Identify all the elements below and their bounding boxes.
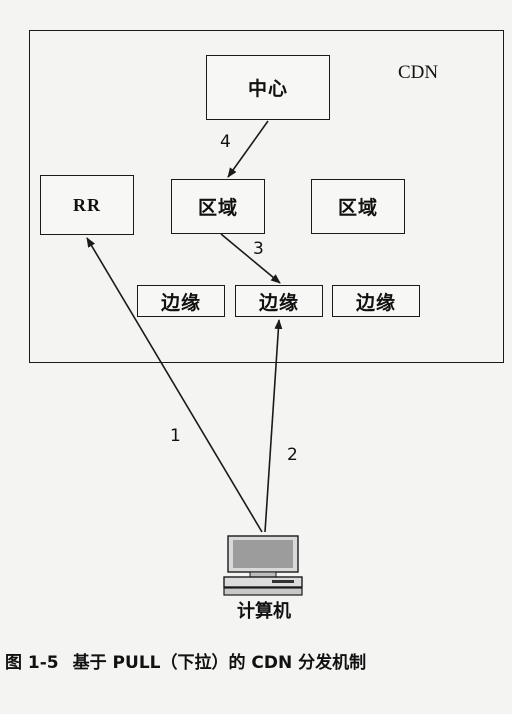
computer-label: 计算机	[237, 601, 291, 622]
caption-text: 基于 PULL（下拉）的 CDN 分发机制	[72, 653, 367, 673]
step-4-label: 4	[220, 132, 231, 152]
edge-node-label: 边缘	[258, 291, 299, 314]
arrow-step-3	[220, 233, 281, 284]
region-node-label: 区域	[197, 197, 238, 219]
arrow-step-2	[264, 319, 283, 533]
step-3-label: 3	[253, 239, 264, 259]
region-node-label: 区域	[337, 197, 378, 219]
region-node-1: 区域	[171, 179, 265, 234]
arrow-step-1	[86, 237, 263, 533]
region-node-2: 区域	[311, 179, 405, 234]
figure-caption: 图 1-5 基于 PULL（下拉）的 CDN 分发机制	[5, 648, 366, 673]
center-node-label: 中心	[247, 78, 288, 100]
rr-node-label: RR	[73, 194, 101, 215]
edge-node-label: 边缘	[355, 291, 396, 314]
computer-icon	[223, 535, 303, 596]
edge-node-1: 边缘	[137, 285, 225, 317]
cdn-label: CDN	[398, 62, 439, 83]
edge-node-3: 边缘	[332, 285, 420, 317]
step-2-label: 2	[287, 445, 298, 465]
center-node: 中心	[206, 55, 330, 120]
edge-node-2: 边缘	[235, 285, 323, 317]
edge-node-label: 边缘	[160, 291, 201, 314]
arrow-step-4	[227, 120, 269, 178]
rr-node: RR	[40, 175, 134, 235]
cdn-frame	[29, 30, 504, 363]
caption-figure-number: 图 1-5	[5, 653, 59, 673]
step-1-label: 1	[170, 426, 181, 446]
